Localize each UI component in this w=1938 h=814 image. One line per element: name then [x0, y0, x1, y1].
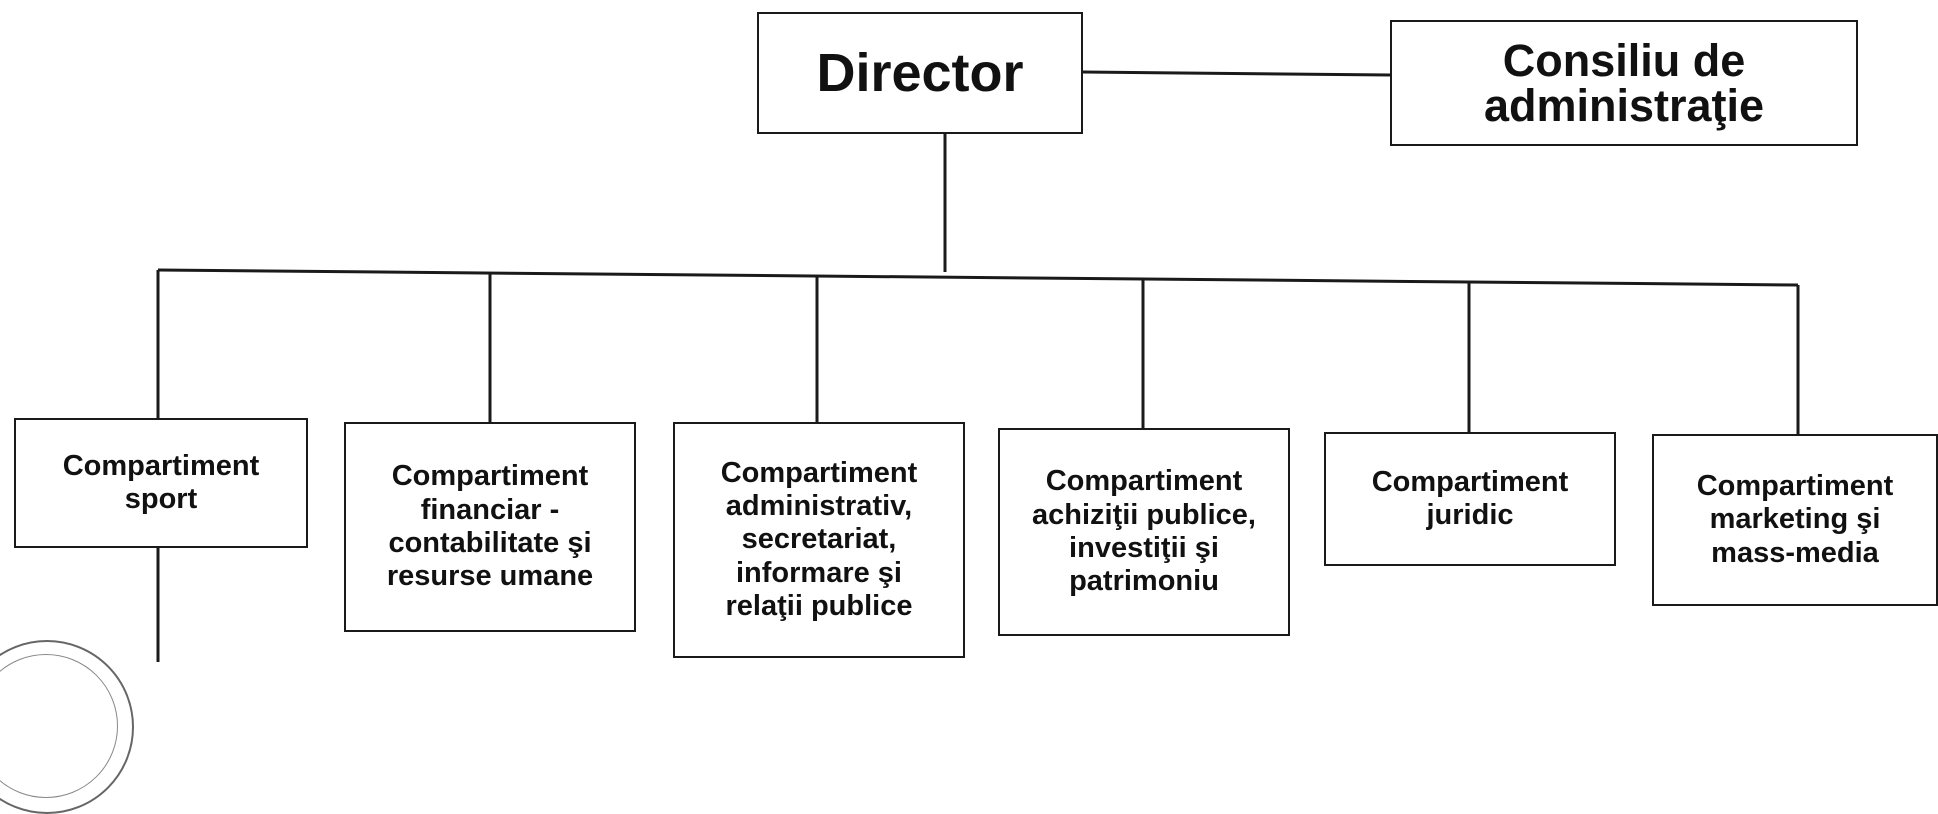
dept-label-line: sport — [124, 483, 198, 515]
dept-label-line: juridic — [1426, 499, 1514, 531]
board-label-line2: administraţie — [1483, 80, 1765, 131]
dept-label-line: Compartiment — [1696, 469, 1894, 502]
dept-label-line: Compartiment — [62, 449, 260, 482]
dept-label-line: Compartiment — [1371, 465, 1569, 498]
dept-label-line: investiţii şi — [1069, 532, 1219, 564]
dept-label-line: administrativ, — [725, 489, 913, 522]
dept-label-line: Compartiment — [720, 456, 918, 489]
dept-label-line: contabilitate şi — [388, 527, 592, 559]
dept-label-line: Compartiment — [391, 460, 589, 493]
dept-label-line: secretariat, — [741, 523, 897, 556]
department-procurement-box: Compartiment achiziţii publice, investiţ… — [998, 428, 1290, 636]
department-sport-box: Compartiment sport — [14, 418, 308, 548]
director-label: Director — [816, 42, 1024, 103]
department-administrative-box: Compartiment administrativ, secretariat,… — [673, 422, 965, 658]
department-finance-hr-box: Compartiment financiar - contabilitate ş… — [344, 422, 636, 632]
dept-label-line: resurse umane — [386, 560, 594, 593]
board-of-administration-box: Consiliu de administraţie — [1390, 20, 1858, 146]
dept-label-line: informare şi — [735, 556, 902, 589]
dept-label-line: marketing şi — [1709, 503, 1881, 536]
org-chart-connectors — [156, 70, 1800, 662]
director-box: Director — [757, 12, 1083, 134]
dept-label-line: achiziţii publice, — [1032, 498, 1256, 531]
board-label-line1: Consiliu de — [1502, 35, 1746, 86]
dept-label-line: relaţii publice — [725, 590, 913, 623]
dept-label-line: financiar - — [420, 493, 560, 526]
horizontal-bus-connector — [157, 268, 1799, 287]
dept-label-line: Compartiment — [1045, 465, 1243, 498]
department-legal-box: Compartiment juridic — [1324, 432, 1616, 566]
dept-label-line: patrimoniu — [1069, 565, 1219, 598]
department-marketing-box: Compartiment marketing şi mass-media — [1652, 434, 1938, 606]
dept-label-line: mass-media — [1711, 536, 1879, 569]
director-to-board-connector — [1082, 70, 1391, 77]
